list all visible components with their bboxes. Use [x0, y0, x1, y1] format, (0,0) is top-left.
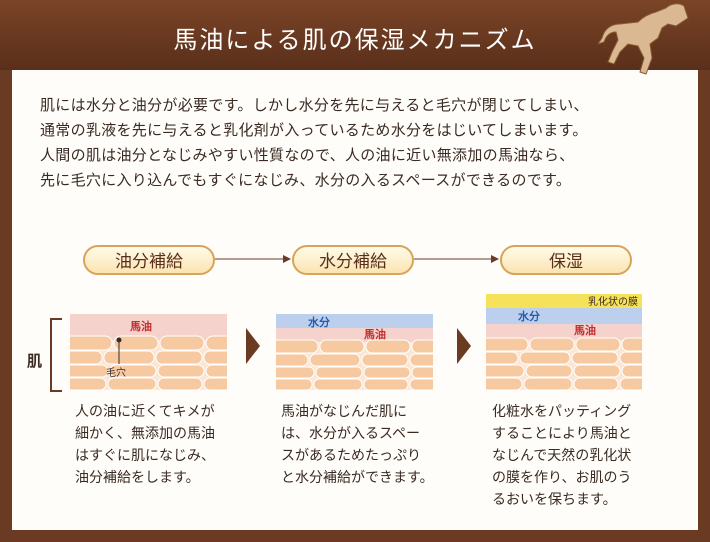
step-description-water: 馬油がなじんだ肌に は、水分が入るスペー スがあるためたっぷり と水分補給ができ… — [281, 401, 451, 489]
skin-diagram-water: 水分 馬油 — [276, 314, 433, 390]
page-title: 馬油による肌の保湿メカニズム — [173, 26, 537, 54]
description-line: することにより馬油と — [492, 426, 632, 442]
step-moisturize-pill: 保湿 — [500, 245, 632, 275]
step-description-moisturize: 化粧水をパッティング することにより馬油と なじんで天然の乳化状 の膜を作り、お… — [492, 401, 662, 511]
description-line: 化粧水をパッティング — [492, 404, 632, 420]
flow-arrow — [215, 255, 291, 263]
description-line: 油分補給をします。 — [75, 470, 200, 486]
step-arrow-icon — [246, 328, 260, 364]
description-line: の膜を作り、お肌のう — [492, 470, 632, 486]
intro-text: 肌には水分と油分が必要です。しかし水分を先に与えると毛穴が閉じてしまい、 通常の… — [40, 93, 680, 193]
title-banner: 馬油による肌の保湿メカニズム — [0, 0, 710, 75]
horse-oil-label: 馬油 — [130, 319, 152, 333]
intro-line: 先に毛穴に入り込んでもすぐになじみ、水分の入るスペースができるのです。 — [40, 171, 572, 189]
horse-oil-label: 馬油 — [364, 327, 386, 341]
emulsion-film-label: 乳化状の膜 — [588, 295, 638, 308]
description-line: 馬油がなじんだ肌に — [281, 404, 407, 420]
horse-oil-label: 馬油 — [574, 323, 596, 337]
description-line: は、水分が入るスペー — [281, 426, 421, 442]
pore-label: 毛穴 — [106, 366, 126, 379]
skin-label: 肌 — [27, 352, 43, 370]
horse-icon — [598, 3, 689, 75]
water-label: 水分 — [308, 315, 330, 329]
intro-line: 肌には水分と油分が必要です。しかし水分を先に与えると毛穴が閉じてしまい、 — [40, 96, 589, 114]
step-description-oil: 人の油に近くてキメが 細かく、無添加の馬油 はすぐに肌になじみ、 油分補給をしま… — [75, 401, 245, 489]
description-line: 人の油に近くてキメが — [75, 404, 215, 420]
description-line: スがあるためたっぷり — [281, 448, 421, 464]
water-label: 水分 — [518, 309, 540, 323]
step-arrow-icon — [457, 328, 471, 364]
description-line: 細かく、無添加の馬油 — [75, 426, 215, 442]
flow-arrow — [414, 255, 499, 263]
skin-diagram-moisturize: 乳化状の膜 水分 馬油 — [486, 294, 642, 390]
step-water-supply-pill: 水分補給 — [292, 245, 414, 275]
description-line: と水分補給ができます。 — [281, 470, 434, 486]
skin-diagram-oil: 馬油 毛穴 — [70, 314, 227, 390]
description-line: なじんで天然の乳化状 — [492, 448, 632, 464]
description-line: るおいを保ちます。 — [492, 492, 617, 508]
skin-bracket — [50, 318, 62, 392]
step-oil-supply-pill: 油分補給 — [83, 245, 215, 275]
description-line: はすぐに肌になじみ、 — [75, 448, 215, 464]
intro-line: 人間の肌は油分となじみやすい性質なので、人の油に近い無添加の馬油なら、 — [40, 146, 575, 164]
intro-line: 通常の乳液を先に与えると乳化剤が入っているため水分をはじいてしまいます。 — [40, 121, 588, 139]
